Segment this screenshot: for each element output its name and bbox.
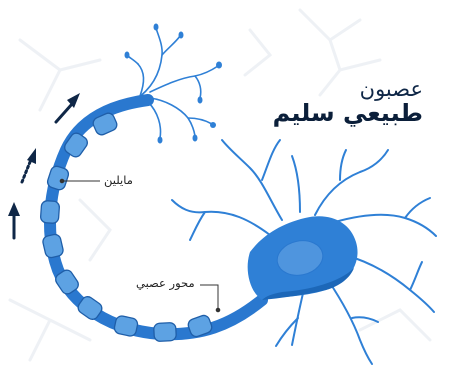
terminal-buttons bbox=[125, 24, 223, 144]
axon-label: محور عصبي bbox=[136, 276, 195, 290]
myelin-sheath bbox=[40, 111, 213, 341]
title-block: عصبون طبيعي سليم bbox=[273, 78, 423, 128]
label-leaders bbox=[60, 179, 220, 312]
diagram-subtitle: عصبون bbox=[273, 78, 423, 100]
myelin-label: مايلين bbox=[104, 173, 133, 187]
diagram-title: طبيعي سليم bbox=[273, 100, 423, 128]
axon-terminals bbox=[128, 28, 218, 138]
